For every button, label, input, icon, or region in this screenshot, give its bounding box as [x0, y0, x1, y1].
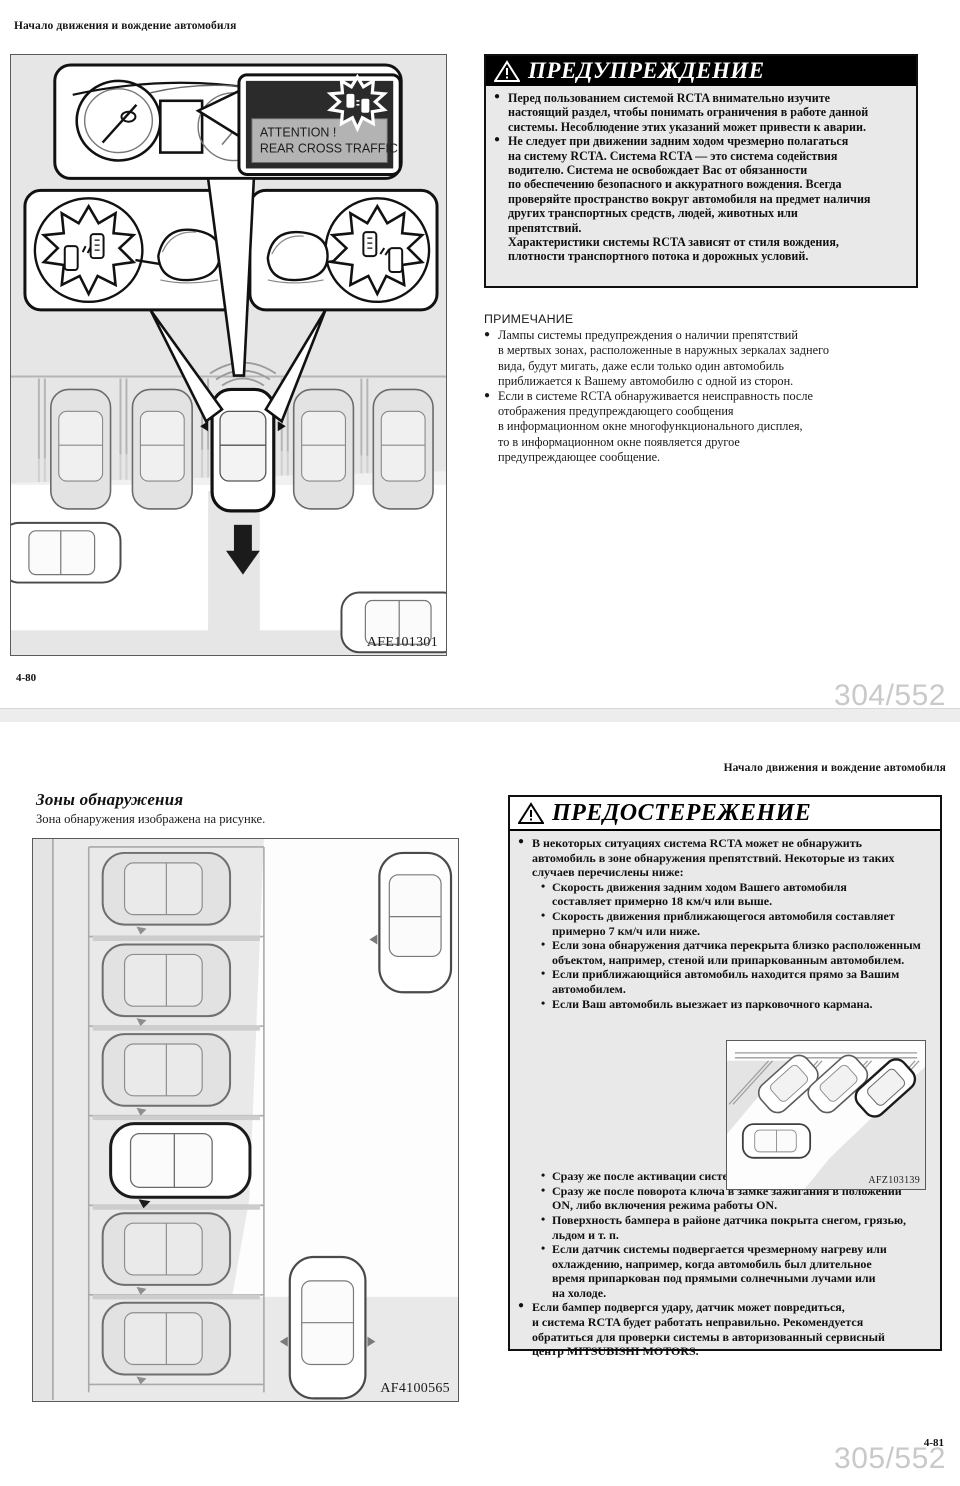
warning-box-title: ПРЕДУПРЕЖДЕНИЕ: [528, 58, 765, 83]
caution-line: и система RCTA будет работать неправильн…: [532, 1315, 864, 1330]
caution-line: автомобилем.: [552, 981, 626, 996]
caution-line: случаев перечислены ниже:: [532, 865, 684, 880]
warning-line: по обеспечению безопасного и аккуратного…: [508, 177, 842, 192]
caution-box-body: В некоторых ситуациях система RCTA может…: [510, 831, 940, 1365]
note-line: то в информационном окне появляется друг…: [498, 434, 740, 449]
caution-box-header: ПРЕДОСТЕРЕЖЕНИЕ: [510, 797, 940, 831]
viewer-page-indicator-1: 304/552: [834, 679, 946, 712]
caution-bullet-item: В некоторых ситуациях система RCTA может…: [518, 835, 932, 1300]
running-header-page-2: Начало движения и вождение автомобиля: [723, 762, 946, 774]
caution-line: льдом и т. п.: [552, 1227, 619, 1242]
warning-line: других транспортных средств, людей, живо…: [508, 206, 798, 221]
warning-line: препятствий.: [508, 220, 582, 235]
warning-line: на систему RCTA. Система RCTA — это сист…: [508, 148, 838, 163]
note-line: вида, будут мигать, даже если только оди…: [498, 358, 784, 373]
warning-box-rcta: ПРЕДУПРЕЖДЕНИЕ Перед пользованием систем…: [484, 54, 918, 288]
warning-line: плотности транспортного потока и дорожны…: [508, 249, 809, 264]
caution-line: Поверхность бампера в районе датчика пок…: [552, 1212, 906, 1227]
manual-page-1: Начало движения и вождение автомобиля: [0, 0, 960, 714]
caution-line: центр MITSUBISHI MOTORS.: [532, 1344, 699, 1359]
caution-line: Если датчик системы подвергается чрезмер…: [552, 1242, 887, 1257]
rcta-warning-illustration-svg: ATTENTION ! REAR CROSS TRAFFIC: [11, 55, 446, 655]
section-heading-detection-zones: Зоны обнаружения Зона обнаружения изобра…: [36, 790, 456, 827]
caution-line: В некоторых ситуациях система RCTA может…: [532, 836, 862, 850]
note-title: ПРИМЕЧАНИЕ: [484, 312, 574, 326]
caution-line: Если Ваш автомобиль выезжает из парковоч…: [552, 996, 873, 1011]
caution-bullet-item: Если бампер подвергся удару, датчик може…: [518, 1299, 932, 1359]
caution-line: Если приближающийся автомобиль находится…: [552, 967, 900, 982]
caution-line: охлаждению, например, когда автомобиль б…: [552, 1256, 872, 1271]
detection-zone-illustration-svg: [33, 839, 458, 1401]
note-bullet-list: Лампы системы предупреждения о наличии п…: [484, 327, 924, 465]
figure-detection-zone-illustration: AF4100565: [32, 838, 459, 1402]
caution-line: автомобиль в зоне обнаружения препятстви…: [532, 850, 895, 865]
caution-line: составляет примерно 18 км/ч или выше.: [552, 894, 773, 909]
warning-triangle-icon: [518, 802, 544, 824]
figure-code-page-2: AF4100565: [380, 1381, 450, 1396]
note-line: в мертвых зонах, расположенные в наружны…: [498, 343, 829, 358]
note-line: отображения предупреждающего сообщения: [498, 404, 734, 419]
inset-figure-svg: [727, 1041, 925, 1189]
warning-line: водителю. Система не освобождает Вас от …: [508, 163, 808, 178]
svg-text:REAR CROSS TRAFFIC: REAR CROSS TRAFFIC: [260, 142, 398, 156]
warning-line: проверяйте пространство вокруг автомобил…: [508, 191, 871, 206]
warning-line: Характеристики системы RCTA зависят от с…: [508, 235, 839, 250]
svg-text:ATTENTION !: ATTENTION !: [260, 126, 336, 140]
caution-box-rcta: ПРЕДОСТЕРЕЖЕНИЕ В некоторых ситуациях си…: [508, 795, 942, 1358]
caution-sub-bullet-list-top: Скорость движения задним ходом Вашего ав…: [540, 879, 932, 1012]
caution-line: объектом, например, стеной или припарков…: [552, 952, 905, 967]
note-bullet-item: Лампы системы предупреждения о наличии п…: [484, 327, 924, 389]
caution-line: на холоде.: [552, 1285, 607, 1300]
warning-triangle-icon: [494, 60, 520, 82]
warning-box-header: ПРЕДУПРЕЖДЕНИЕ: [486, 56, 916, 86]
section-title: Зоны обнаружения: [36, 790, 184, 809]
caution-line: обратиться для проверки системы в автори…: [532, 1329, 885, 1344]
caution-sub-bullet-item: Если Ваш автомобиль выезжает из парковоч…: [540, 996, 932, 1012]
warning-line: Перед пользованием системой RCTA внимате…: [508, 91, 831, 105]
caution-line: Скорость движения приближающегося автомо…: [552, 908, 895, 923]
note-line: приближается к Вашему автомобилю с одной…: [498, 373, 794, 388]
caution-sub-bullet-item: Если приближающийся автомобиль находится…: [540, 966, 932, 996]
caution-line: Если бампер подвергся удару, датчик може…: [532, 1300, 845, 1315]
page-folio-1: 4-80: [16, 672, 37, 684]
caution-line: время припаркован под прямыми солнечными…: [552, 1271, 876, 1286]
warning-bullet-item: Не следует при движении задним ходом чре…: [494, 133, 908, 264]
caution-line: ON, либо включения режима работы ON.: [552, 1198, 778, 1213]
note-line: в информационном окне многофункционально…: [498, 419, 803, 434]
caution-sub-bullet-item: Скорость движения задним ходом Вашего ав…: [540, 879, 932, 909]
caution-sub-bullet-item: Если датчик системы подвергается чрезмер…: [540, 1241, 932, 1300]
warning-line: Не следует при движении задним ходом чре…: [508, 134, 849, 149]
page-folio-2: 4-81: [923, 1437, 944, 1449]
inset-figure-code: AFZ103139: [868, 1175, 920, 1186]
section-subtitle: Зона обнаружения изображена на рисунке.: [36, 812, 266, 826]
caution-box-title: ПРЕДОСТЕРЕЖЕНИЕ: [552, 799, 812, 826]
caution-sub-bullet-item: Поверхность бампера в районе датчика пок…: [540, 1212, 932, 1242]
note-bullet-item: Если в системе RCTA обнаруживается неисп…: [484, 388, 924, 465]
note-line: предупреждающее сообщение.: [498, 449, 661, 464]
running-header-page-1: Начало движения и вождение автомобиля: [14, 20, 237, 32]
caution-line: Скорость движения задним ходом Вашего ав…: [552, 879, 847, 894]
caution-line: примерно 7 км/ч или ниже.: [552, 923, 701, 938]
note-line: Если в системе RCTA обнаруживается неисп…: [498, 389, 813, 404]
warning-bullet-list: Перед пользованием системой RCTA внимате…: [494, 90, 908, 264]
figure-rcta-warning-illustration: ATTENTION ! REAR CROSS TRAFFIC: [10, 54, 447, 656]
warning-line: системы. Несоблюдение этих указаний може…: [508, 119, 866, 134]
note-block: ПРИМЕЧАНИЕ Лампы системы предупреждения …: [484, 312, 924, 465]
caution-line: Если зона обнаружения датчика перекрыта …: [552, 938, 921, 953]
warning-bullet-item: Перед пользованием системой RCTA внимате…: [494, 90, 908, 134]
inset-figure-angled-parking: AFZ103139: [726, 1040, 926, 1190]
viewer-page-indicator-2: 305/552: [834, 1442, 946, 1475]
warning-line: настоящий раздел, чтобы понимать огранич…: [508, 105, 869, 120]
caution-sub-bullet-item: Если зона обнаружения датчика перекрыта …: [540, 937, 932, 967]
note-line: Лампы системы предупреждения о наличии п…: [498, 328, 798, 343]
caution-sub-bullet-item: Скорость движения приближающегося автомо…: [540, 908, 932, 938]
warning-box-body: Перед пользованием системой RCTA внимате…: [486, 86, 916, 270]
caution-bullet-list: В некоторых ситуациях система RCTA может…: [518, 835, 932, 1359]
figure-code-page-1: AFE101301: [366, 635, 438, 650]
